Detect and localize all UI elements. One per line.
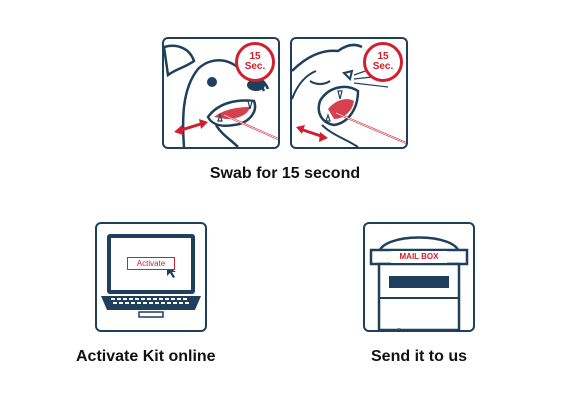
timer-unit: Sec.: [372, 61, 394, 72]
timer-unit: Sec.: [244, 61, 266, 72]
laptop-icon: [101, 234, 201, 318]
timer-badge-icon: 15 Sec.: [235, 42, 275, 82]
dog-swab-illustration: 15 Sec.: [162, 37, 280, 149]
timer-value: 15: [377, 51, 389, 62]
mailbox-label: MAIL BOX: [391, 251, 447, 263]
dog-face-icon: [164, 44, 278, 147]
mailbox-icon: [369, 236, 469, 330]
activate-button: Activate: [127, 257, 175, 270]
send-step-caption: Send it to us: [371, 348, 467, 365]
mailbox-illustration: MAIL BOX: [363, 222, 475, 332]
activate-step-caption: Activate Kit online: [76, 348, 216, 365]
timer-value: 15: [249, 51, 261, 62]
laptop-illustration: Activate: [95, 222, 207, 332]
swab-step-caption: Swab for 15 second: [209, 165, 361, 182]
cat-face-icon: [292, 43, 406, 147]
cat-swab-illustration: 15 Sec.: [290, 37, 408, 149]
timer-badge-icon: 15 Sec.: [363, 42, 403, 82]
